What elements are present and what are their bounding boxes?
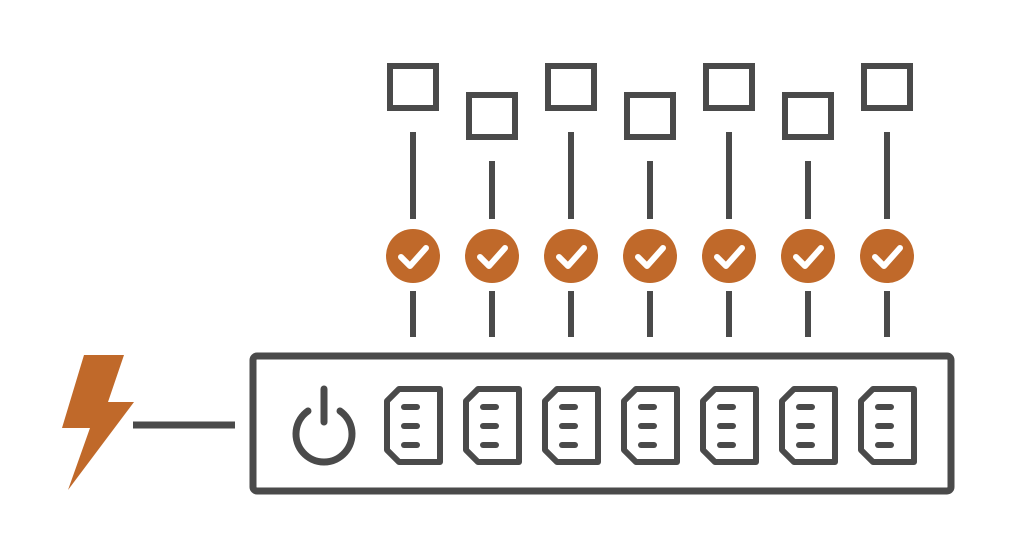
outlet-3-icon bbox=[542, 386, 601, 465]
device-5-device-box-icon bbox=[703, 63, 755, 111]
device-row bbox=[387, 63, 913, 140]
lightning-bolt-icon bbox=[62, 355, 134, 490]
status-row bbox=[386, 229, 914, 283]
power-icon bbox=[292, 385, 356, 466]
status-5-checkmark-icon bbox=[702, 229, 756, 283]
device-1-device-box-icon bbox=[387, 63, 439, 111]
status-7-checkmark-icon bbox=[860, 229, 914, 283]
outlet-7-icon bbox=[858, 386, 917, 465]
cable-row bbox=[410, 132, 890, 337]
outlet-6-icon bbox=[779, 386, 838, 465]
outlet-5-icon bbox=[700, 386, 759, 465]
status-2-checkmark-icon bbox=[465, 229, 519, 283]
device-7-device-box-icon bbox=[861, 63, 913, 111]
status-4-checkmark-icon bbox=[623, 229, 677, 283]
device-2-device-box-icon bbox=[466, 92, 518, 140]
device-4-device-box-icon bbox=[624, 92, 676, 140]
outlet-4-icon bbox=[621, 386, 680, 465]
device-3-device-box-icon bbox=[545, 63, 597, 111]
status-6-checkmark-icon bbox=[781, 229, 835, 283]
outlet-1-icon bbox=[384, 386, 443, 465]
outlet-row bbox=[384, 386, 917, 465]
status-3-checkmark-icon bbox=[544, 229, 598, 283]
status-1-checkmark-icon bbox=[386, 229, 440, 283]
device-6-device-box-icon bbox=[782, 92, 834, 140]
outlet-2-icon bbox=[463, 386, 522, 465]
power-strip bbox=[249, 352, 955, 495]
